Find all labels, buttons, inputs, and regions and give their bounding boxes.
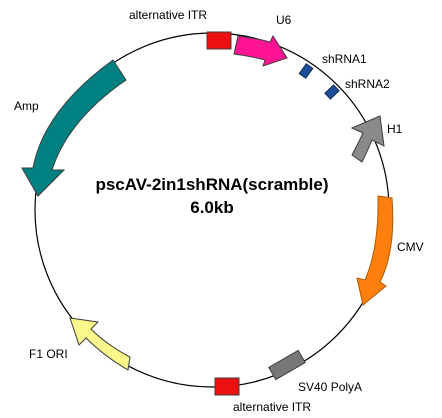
label-cmv: CMV (397, 240, 424, 254)
u6-arrow (233, 34, 288, 67)
cmv-arrow (356, 195, 394, 306)
h1-arrow (350, 115, 385, 163)
label-shrna2: shRNA2 (345, 77, 390, 91)
label-amp: Amp (14, 99, 39, 113)
plasmid-name: pscAV-2in1shRNA(scramble) (95, 175, 328, 194)
label-itr-bottom: alternative ITR (233, 400, 311, 414)
label-itr-top: alternative ITR (129, 8, 207, 22)
label-shrna1: shRNA1 (322, 52, 367, 66)
amp-arrow (21, 59, 127, 197)
f1-ori-arrow (69, 317, 131, 371)
shrna1-marker (298, 63, 314, 79)
label-sv40-polya: SV40 PolyA (298, 380, 362, 394)
label-u6: U6 (276, 13, 292, 27)
itr-top-box (206, 31, 232, 50)
itr-bottom-box (214, 377, 240, 396)
shrna2-marker (324, 84, 340, 100)
sv40-polya-box (268, 349, 306, 381)
plasmid-size: 6.0kb (190, 198, 233, 217)
label-h1: H1 (387, 122, 403, 136)
label-f1-ori: F1 ORI (29, 347, 68, 361)
